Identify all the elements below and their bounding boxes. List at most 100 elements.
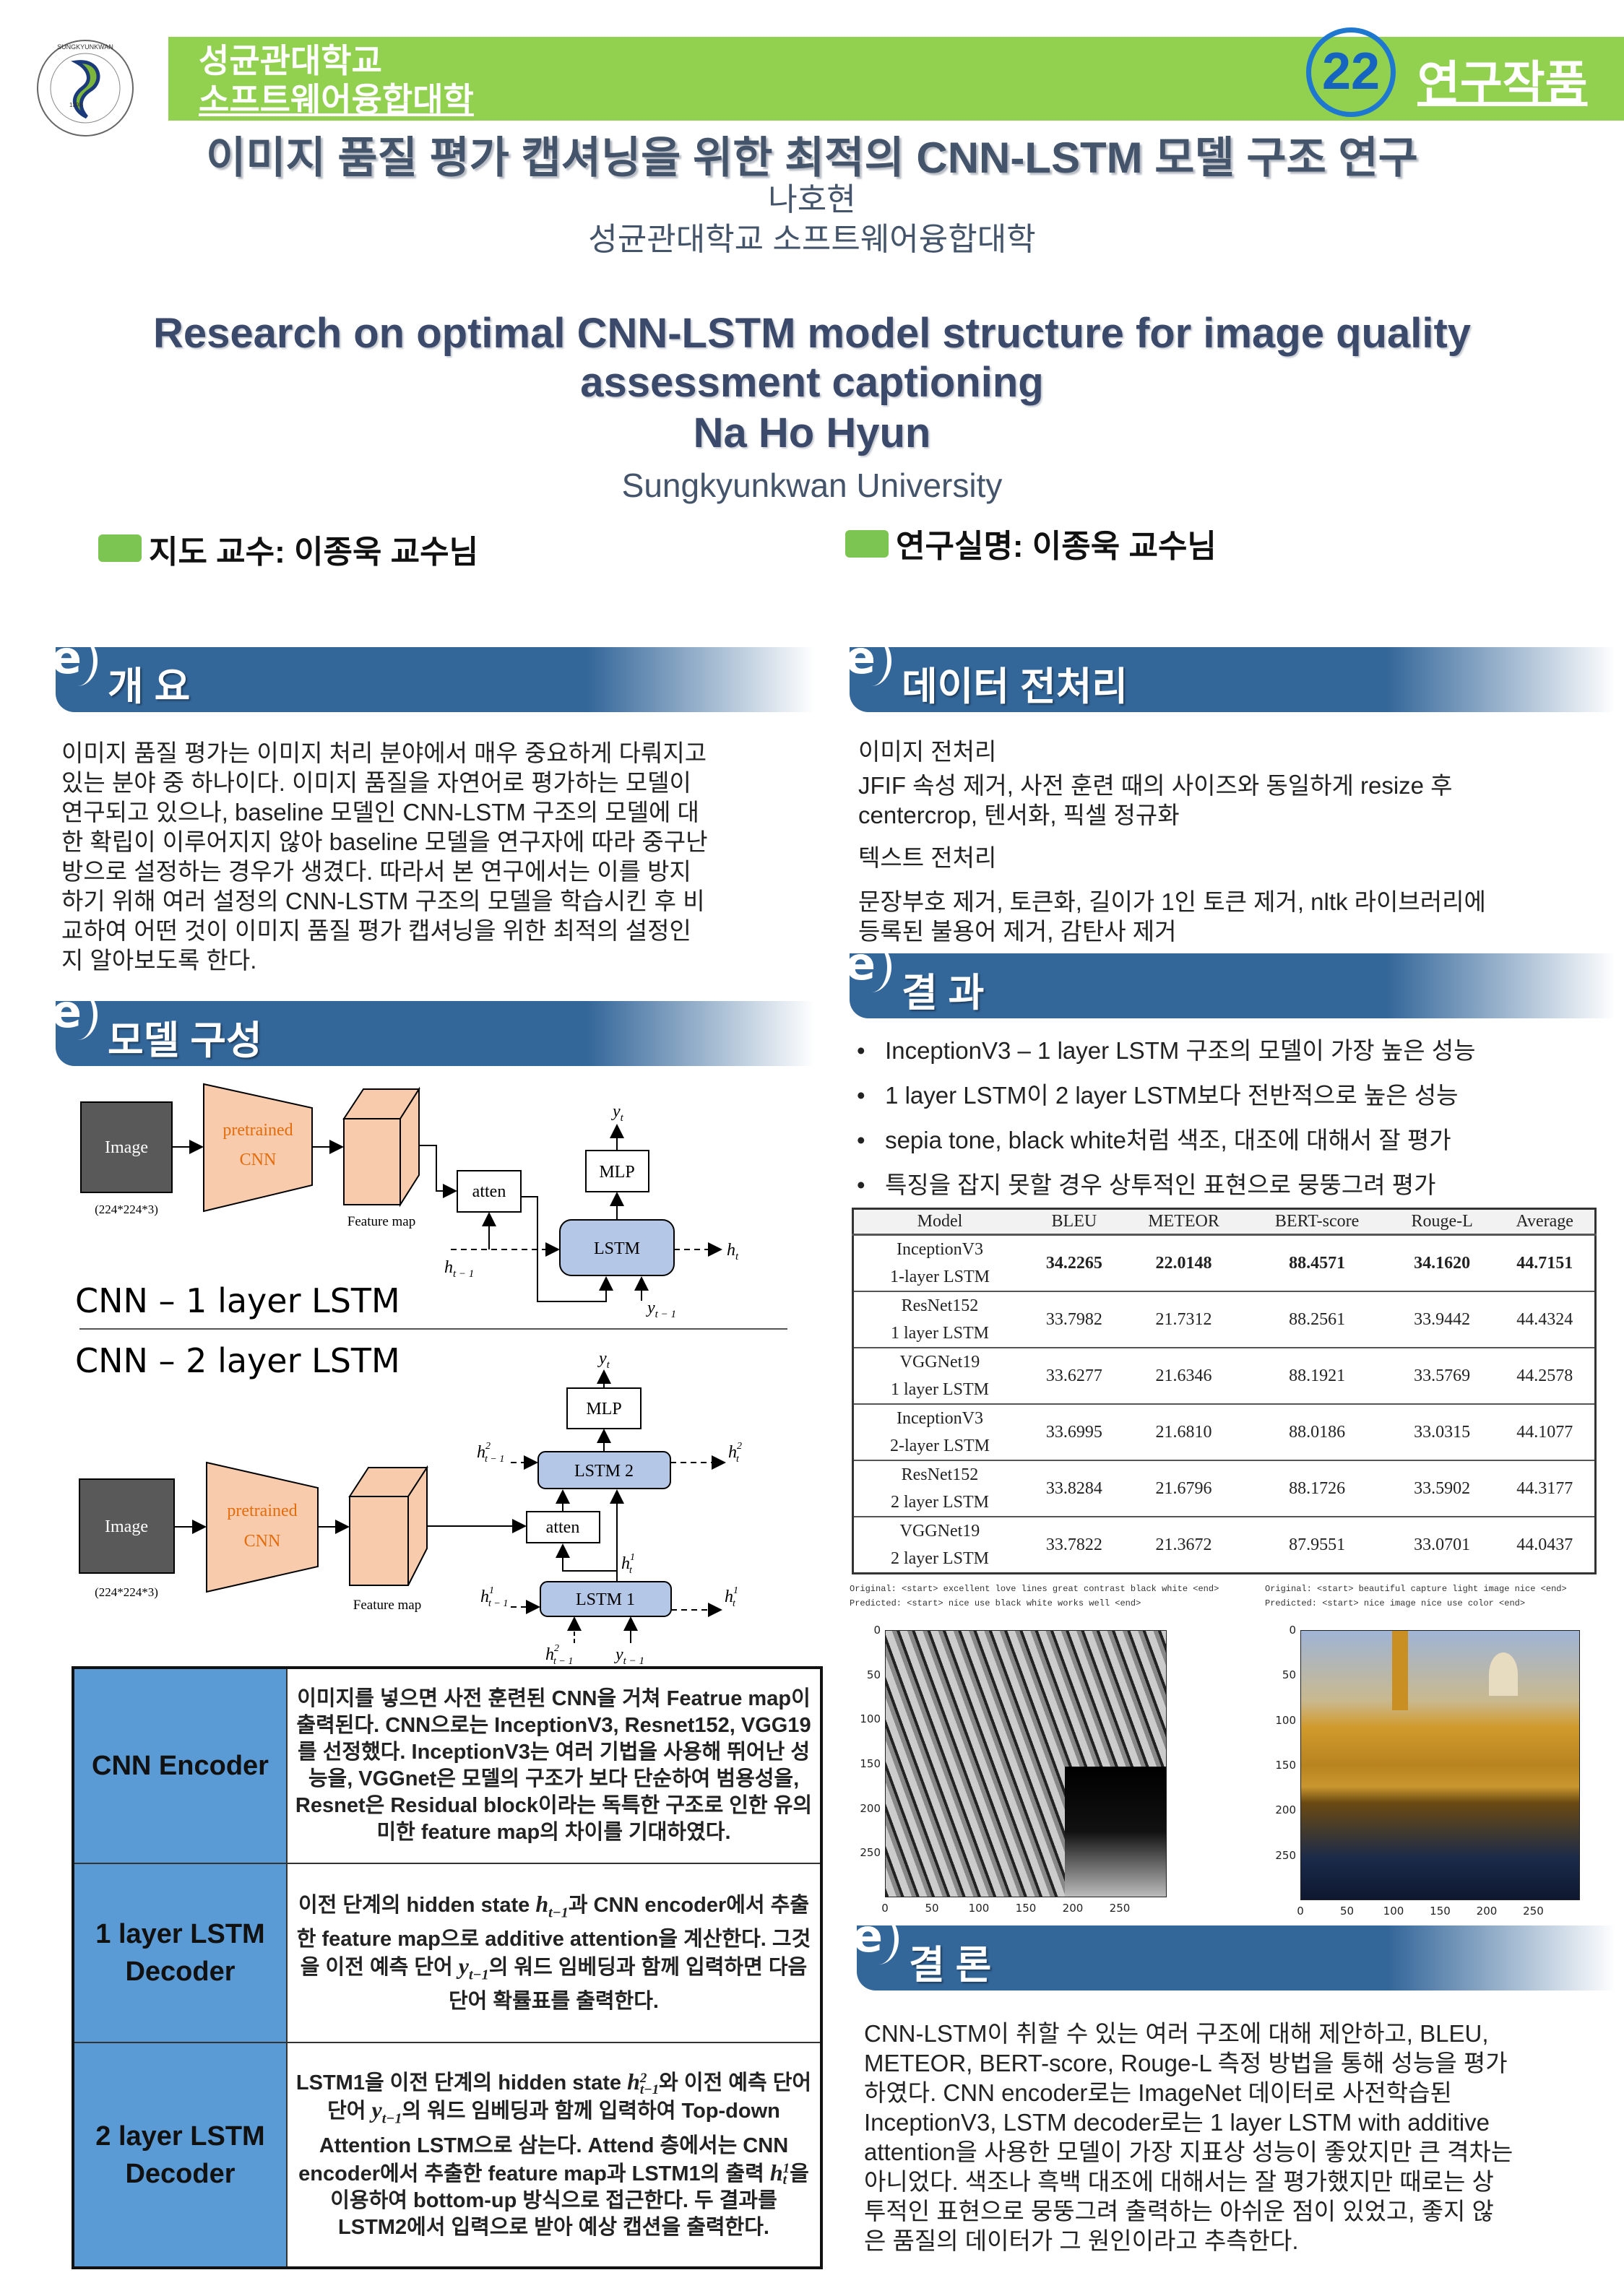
text-line: 하였다. CNN encoder로는 ImageNet 데이터로 사전학습된 (864, 2079, 1452, 2106)
bullet-item: • 1 layer LSTM이 2 layer LSTM보다 전반적으로 높은 … (857, 1082, 1459, 1109)
x-tick-label: 50 (1339, 1905, 1355, 1918)
university-logo: SUNGKYUNKWAN 1398 (35, 38, 136, 139)
lstm2-label: LSTM 2 (574, 1462, 634, 1481)
y-tick-label: 150 (860, 1757, 881, 1770)
section-header-model: e 모델 구성 (51, 985, 814, 1066)
value-cell: 33.5902 (1388, 1460, 1495, 1517)
section-arc-icon (858, 1914, 899, 1964)
value-cell: 33.0701 (1388, 1517, 1495, 1574)
x-tick-label: 0 (1297, 1905, 1304, 1918)
section-e-icon: e (845, 937, 876, 990)
text-line: 한 확립이 이루어지지 않아 baseline 모델을 연구자에 따라 중구난 (61, 828, 708, 855)
subheading: 텍스트 전처리 (858, 844, 997, 871)
example2-image (1300, 1630, 1580, 1900)
text-line: 지 알아보도록 한다. (61, 947, 257, 974)
author-korean: 나호현 (768, 182, 856, 217)
title-english-line2: assessment captioning (580, 359, 1044, 406)
section-title: 결 과 (902, 971, 985, 1015)
example2-caption: Original: <start> beautiful capture ligh… (1265, 1584, 1567, 1608)
row-text: 이미지를 넣으면 사전 훈련된 CNN을 거쳐 Featrue map이 출력된… (286, 1667, 822, 1864)
atten-label: atten (472, 1182, 506, 1201)
y-tick-label: 100 (860, 1712, 881, 1726)
column-header: BLEU (1025, 1208, 1123, 1236)
svg-text:1398: 1398 (69, 102, 82, 108)
section-title: 결 론 (909, 1944, 992, 1987)
column-header: Rouge-L (1388, 1208, 1495, 1236)
text-line: centercrop, 텐서화, 픽셀 정규화 (858, 802, 1180, 828)
section-arc-icon (851, 942, 891, 992)
title-english-line1: Research on optimal CNN-LSTM model struc… (152, 310, 1472, 357)
value-cell: 33.6995 (1025, 1404, 1123, 1461)
header-university: 성균관대학교 (199, 42, 382, 79)
value-cell: 44.3177 (1495, 1460, 1596, 1517)
cnn-label: CNN (240, 1151, 277, 1169)
yt-label: yt (611, 1102, 624, 1124)
image-label: Image (105, 1517, 148, 1536)
size-label: (224*224*3) (95, 1585, 158, 1599)
results-bullets: • InceptionV3 – 1 layer LSTM 구조의 모델이 가장 … (857, 1031, 1615, 1210)
x-tick-label: 100 (968, 1902, 990, 1915)
value-cell: 87.9551 (1245, 1517, 1389, 1574)
y-tick-label: 0 (873, 1624, 881, 1637)
section-title: 모델 구성 (108, 1019, 262, 1062)
author-english: Na Ho Hyun (693, 410, 931, 456)
section-header-conclusion: e 결 론 (852, 1910, 1615, 1990)
text-line: 교하여 어떤 것이 이미지 품질 평가 캡셔닝을 위한 최적의 설정인 (61, 917, 691, 944)
text-line: attention을 사용한 모델이 가장 지표상 성능이 좋았지만 큰 격차는 (864, 2139, 1513, 2165)
text-line: 방으로 설정하는 경우가 생겼다. 따라서 본 연구에서는 이를 방지 (61, 858, 691, 885)
value-cell: 44.0437 (1495, 1517, 1596, 1574)
y-tick-label: 50 (866, 1668, 881, 1681)
row-label: CNN Encoder (72, 1667, 288, 1864)
mlp-label: MLP (599, 1163, 634, 1182)
title-korean: 이미지 품질 평가 캡셔닝을 위한 최적의 CNN-LSTM 모델 구조 연구 (206, 134, 1418, 182)
value-cell: 33.7822 (1025, 1517, 1123, 1574)
atten-box (457, 1170, 522, 1213)
text-line: 하기 위해 여러 설정의 CNN-LSTM 구조의 모델을 학습시킨 후 비 (61, 888, 705, 914)
bullet-item: • sepia tone, black white처럼 색조, 대조에 대해서 … (857, 1127, 1451, 1153)
section-e-icon: e (852, 1910, 884, 1962)
lab-bullet-icon (845, 530, 889, 558)
yt-label: yt (597, 1349, 610, 1371)
svg-text:SUNGKYUNKWAN: SUNGKYUNKWAN (57, 43, 113, 51)
affiliation-english: Sungkyunkwan University (621, 467, 1003, 504)
value-cell: 33.5769 (1388, 1348, 1495, 1405)
x-tick-label: 200 (1062, 1902, 1084, 1915)
x-tick-label: 50 (925, 1902, 939, 1915)
cnn-label: CNN (244, 1532, 281, 1551)
subheading: 이미지 전처리 (858, 738, 997, 765)
diagram1-title: CNN – 1 layer LSTM (75, 1281, 400, 1320)
value-cell: 33.0315 (1388, 1404, 1495, 1461)
conclusion-text: CNN-LSTM이 취할 수 있는 여러 구조에 대해 제안하고, BLEU,M… (864, 2019, 1624, 2256)
section-title: 개 요 (108, 665, 191, 709)
value-cell: 88.1726 (1245, 1460, 1389, 1517)
section-arc-icon (57, 636, 98, 686)
value-cell: 21.6796 (1122, 1460, 1245, 1517)
diagram2-title: CNN – 2 layer LSTM (75, 1341, 400, 1380)
feature-map-label: Feature map (347, 1214, 415, 1229)
section-e-icon: e (845, 631, 876, 684)
value-cell: 33.6277 (1025, 1348, 1123, 1405)
x-tick-label: 250 (1109, 1902, 1131, 1915)
section-title: 데이터 전처리 (902, 665, 1128, 709)
x-tick-label: 100 (1383, 1905, 1404, 1918)
value-cell: 34.2265 (1025, 1234, 1123, 1292)
column-header: Average (1495, 1208, 1596, 1236)
row-text: 이전 단계의 hidden state ht−1과 CNN encoder에서 … (286, 1863, 822, 2043)
section-header-preprocess: e 데이터 전처리 (845, 631, 1615, 712)
text-line: JFIF 속성 제거, 사전 훈련 때의 사이즈와 동일하게 resize 후 (858, 772, 1453, 799)
feature-map-cube (343, 1118, 401, 1205)
y-prev-label: yt − 1 (646, 1299, 676, 1320)
